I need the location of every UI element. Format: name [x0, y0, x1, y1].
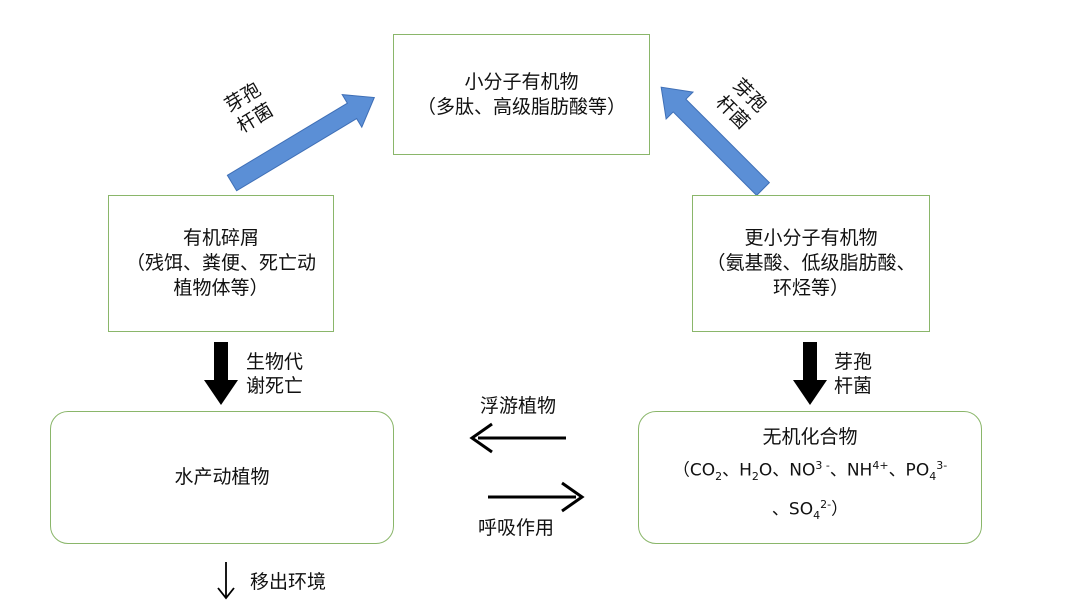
- inorganic-box: 无机化合物 （CO2、H2O、NO3 -、NH4+、PO43- 、SO42-）: [638, 411, 982, 544]
- smaller-organic-box: 更小分子有机物 （氨基酸、低级脂肪酸、 环烃等）: [692, 195, 930, 332]
- remove-label: 移出环境: [250, 571, 327, 593]
- aquatic-box: 水产动植物: [50, 411, 394, 544]
- right-blue-arrow: [660, 86, 771, 197]
- smaller-organic-title: 更小分子有机物: [744, 227, 878, 249]
- organic-debris-box: 有机碎屑 （残饵、粪便、死亡动 植物体等）: [108, 195, 334, 332]
- left-blue-arrow: [226, 94, 376, 192]
- small-organic-box: 小分子有机物 （多肽、高级脂肪酸等）: [393, 34, 650, 155]
- inorganic-formula-line2: 、SO42-）: [771, 498, 849, 523]
- metabolism-arrow: [204, 342, 238, 405]
- organic-debris-detail-1: （残饵、粪便、死亡动: [125, 252, 316, 274]
- small-organic-title: 小分子有机物: [464, 70, 579, 93]
- aquatic-label: 水产动植物: [174, 466, 270, 488]
- organic-debris-detail-2: 植物体等）: [173, 277, 269, 299]
- respiration-label: 呼吸作用: [478, 517, 555, 539]
- small-organic-detail: （多肽、高级脂肪酸等）: [416, 95, 626, 118]
- phytoplankton-label: 浮游植物: [480, 395, 557, 417]
- inorganic-formula-line1: （CO2、H2O、NO3 -、NH4+、PO43-: [672, 458, 948, 483]
- inorganic-title: 无机化合物: [762, 425, 858, 448]
- respiration-arrow: [488, 481, 585, 513]
- phytoplankton-arrow: [469, 422, 566, 454]
- bacteria-down-arrow: [793, 342, 827, 405]
- smaller-organic-detail-2: 环烃等）: [772, 277, 849, 299]
- remove-arrow: [217, 562, 235, 600]
- smaller-organic-detail-1: （氨基酸、低级脂肪酸、: [706, 252, 916, 274]
- metabolism-label: 生物代 谢死亡: [246, 351, 304, 397]
- organic-debris-title: 有机碎屑: [182, 227, 259, 249]
- bacteria-down-label: 芽孢 杆菌: [834, 351, 873, 397]
